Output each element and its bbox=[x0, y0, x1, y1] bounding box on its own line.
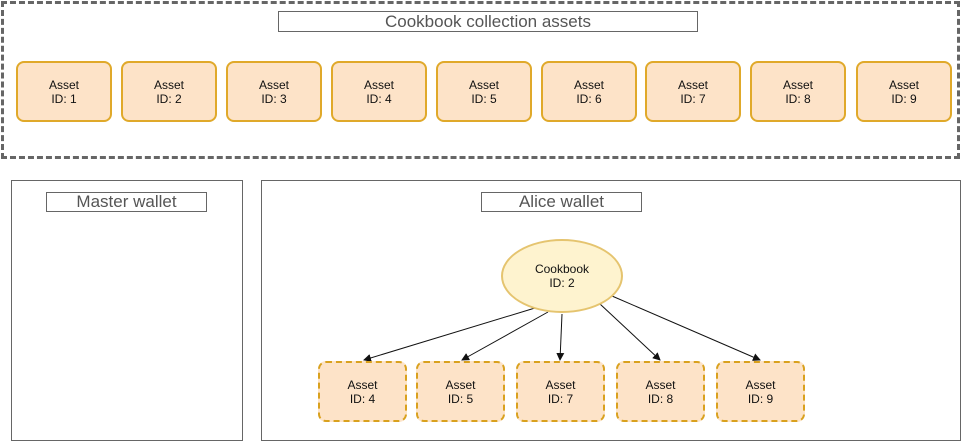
alice-asset-7[interactable]: Asset ID: 7 bbox=[516, 361, 605, 422]
asset-label: Asset bbox=[745, 377, 776, 392]
collection-title: Cookbook collection assets bbox=[278, 11, 698, 32]
asset-id: ID: 9 bbox=[747, 391, 774, 406]
asset-id: ID: 4 bbox=[366, 91, 392, 106]
asset-id: ID: 5 bbox=[471, 91, 497, 106]
alice-asset-5[interactable]: Asset ID: 5 bbox=[416, 361, 505, 422]
master-wallet-title: Master wallet bbox=[46, 192, 207, 212]
asset-label: Asset bbox=[888, 77, 919, 92]
asset-label: Asset bbox=[645, 377, 676, 392]
asset-label: Asset bbox=[363, 77, 394, 92]
asset-label: Asset bbox=[677, 77, 708, 92]
collection-asset-1[interactable]: Asset ID: 1 bbox=[16, 61, 112, 122]
collection-asset-7[interactable]: Asset ID: 7 bbox=[645, 61, 741, 122]
collection-asset-2[interactable]: Asset ID: 2 bbox=[121, 61, 217, 122]
asset-id: ID: 7 bbox=[680, 91, 706, 106]
master-wallet-container bbox=[11, 180, 243, 441]
asset-id: ID: 3 bbox=[261, 91, 287, 106]
asset-id: ID: 4 bbox=[349, 391, 376, 406]
asset-id: ID: 8 bbox=[647, 391, 674, 406]
collection-asset-8[interactable]: Asset ID: 8 bbox=[750, 61, 846, 122]
asset-label: Asset bbox=[468, 77, 499, 92]
asset-id: ID: 2 bbox=[156, 91, 182, 106]
cookbook-id: ID: 2 bbox=[549, 276, 575, 290]
asset-label: Asset bbox=[573, 77, 604, 92]
alice-asset-4[interactable]: Asset ID: 4 bbox=[318, 361, 407, 422]
asset-label: Asset bbox=[445, 377, 476, 392]
alice-asset-8[interactable]: Asset ID: 8 bbox=[616, 361, 705, 422]
asset-id: ID: 1 bbox=[51, 91, 77, 106]
asset-id: ID: 5 bbox=[447, 391, 474, 406]
cookbook-label: Cookbook bbox=[534, 262, 590, 276]
asset-label: Asset bbox=[545, 377, 576, 392]
collection-asset-9[interactable]: Asset ID: 9 bbox=[856, 61, 952, 122]
collection-asset-3[interactable]: Asset ID: 3 bbox=[226, 61, 322, 122]
asset-id: ID: 7 bbox=[547, 391, 574, 406]
collection-asset-6[interactable]: Asset ID: 6 bbox=[541, 61, 637, 122]
asset-label: Asset bbox=[258, 77, 289, 92]
asset-id: ID: 6 bbox=[576, 91, 602, 106]
asset-label: Asset bbox=[48, 77, 79, 92]
asset-label: Asset bbox=[782, 77, 813, 92]
asset-label: Asset bbox=[153, 77, 184, 92]
asset-id: ID: 9 bbox=[891, 91, 917, 106]
collection-container bbox=[1, 1, 960, 159]
asset-id: ID: 8 bbox=[785, 91, 811, 106]
collection-asset-4[interactable]: Asset ID: 4 bbox=[331, 61, 427, 122]
cookbook-node[interactable]: Cookbook ID: 2 bbox=[501, 239, 623, 313]
asset-label: Asset bbox=[347, 377, 378, 392]
alice-asset-9[interactable]: Asset ID: 9 bbox=[716, 361, 805, 422]
alice-wallet-title: Alice wallet bbox=[481, 192, 642, 212]
collection-asset-5[interactable]: Asset ID: 5 bbox=[436, 61, 532, 122]
